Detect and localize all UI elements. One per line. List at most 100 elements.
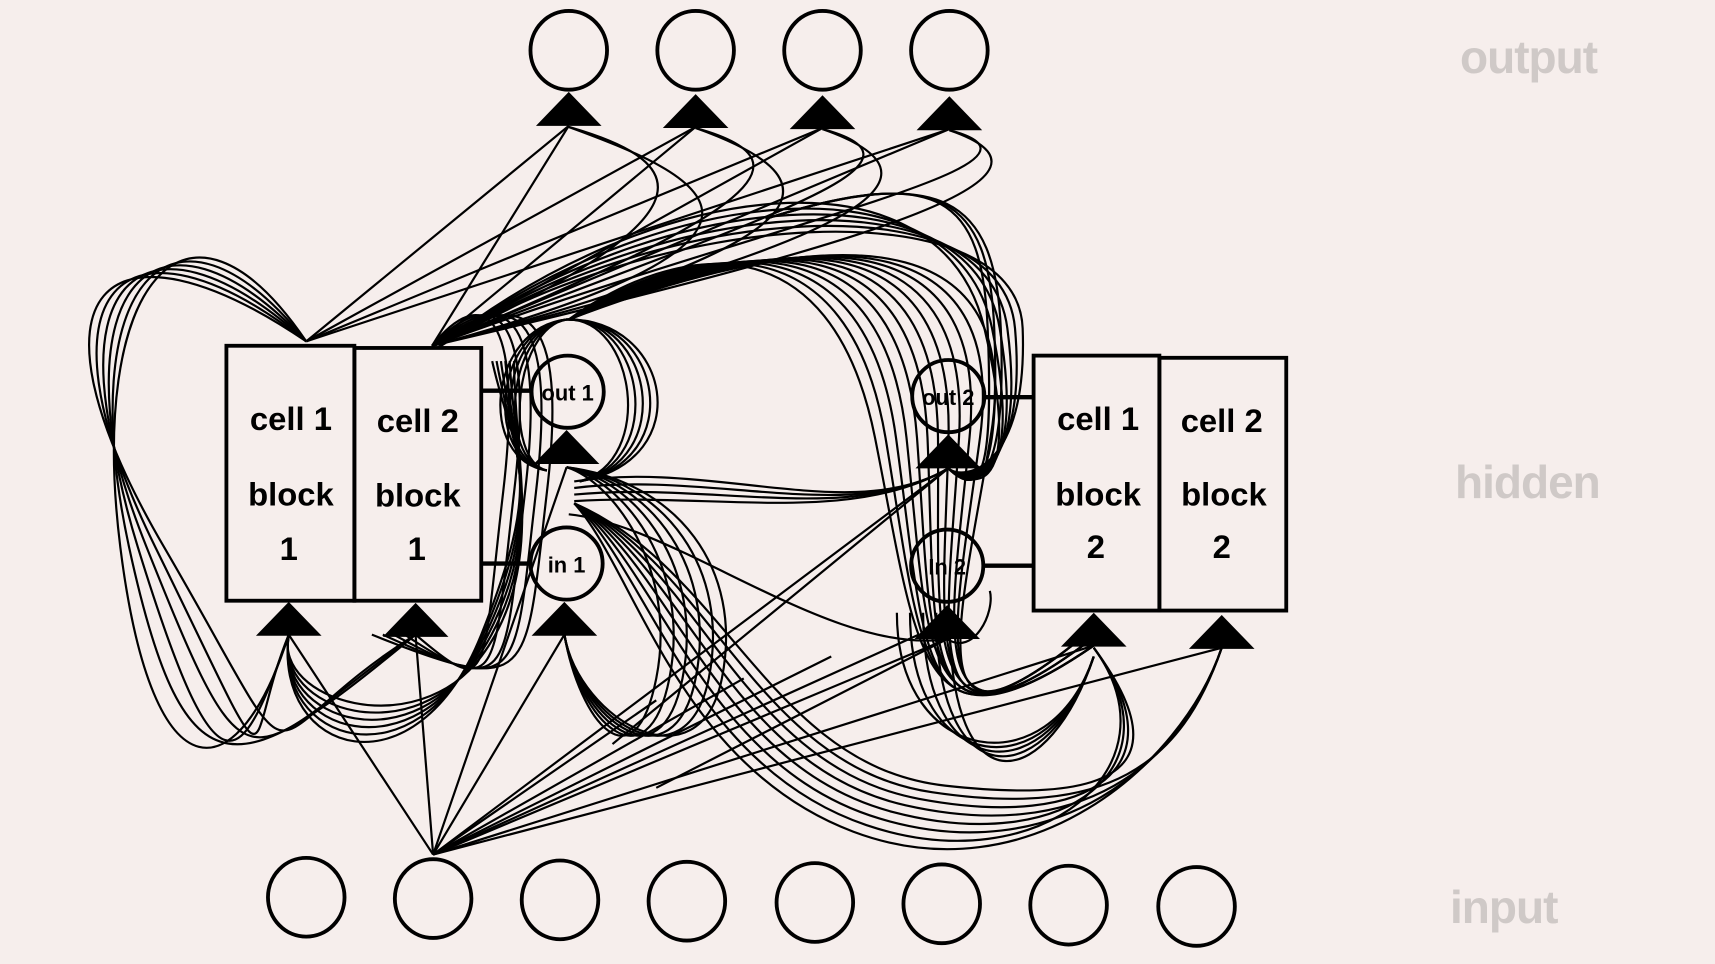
cell-2-block-1: [352, 346, 484, 603]
out-gate-1: [529, 353, 606, 430]
connection-line: [432, 646, 1222, 856]
connection-line: [563, 466, 701, 737]
connection-line: [611, 467, 949, 745]
connection-line: [948, 612, 1095, 763]
output-unit: [528, 9, 609, 92]
cell-label: block: [248, 476, 334, 513]
input-unit: [1156, 865, 1237, 948]
layer-label-hidden: hidden: [1455, 456, 1601, 508]
connection-line: [566, 318, 630, 483]
connection-line: [286, 360, 522, 744]
connection-line: [765, 192, 991, 481]
connection-line: [566, 318, 644, 483]
cell-label: cell 2: [1181, 402, 1263, 439]
arrowhead-icon: [531, 601, 598, 636]
connection-line: [566, 318, 652, 483]
memory-block-1: cell 1 block 1 cell 2 block 1 out 1 in 1: [224, 343, 606, 603]
connection-line: [573, 502, 1122, 842]
arrowhead-icon: [533, 430, 600, 464]
cell-label: 1: [408, 530, 426, 567]
output-layer: [528, 9, 990, 92]
cell-2-block-2: [1157, 355, 1289, 613]
connection-line: [655, 638, 948, 789]
arrowhead-icon: [662, 94, 729, 129]
connection-line: [568, 253, 1073, 693]
input-layer: [266, 855, 1237, 948]
input-unit: [266, 855, 347, 939]
input-unit: [1028, 863, 1109, 947]
arrowhead-icon: [1188, 614, 1255, 649]
arrowhead-icon: [255, 601, 322, 636]
cell-label: 2: [1213, 528, 1231, 565]
connection-line: [566, 318, 659, 483]
cell-label: block: [1055, 476, 1141, 513]
connection-line: [508, 318, 567, 472]
connection-line: [563, 466, 714, 737]
arrowhead-icon: [916, 96, 983, 131]
layer-label-input: input: [1450, 881, 1558, 933]
gate-label: In 2: [928, 554, 966, 579]
input-unit: [646, 859, 728, 943]
output-unit: [655, 9, 736, 92]
connection-line: [573, 502, 1223, 800]
connection-line: [436, 201, 1001, 481]
connection-line: [431, 126, 755, 347]
connection-line: [432, 633, 920, 856]
layer-label-output: output: [1460, 31, 1598, 83]
connection-line: [518, 318, 567, 472]
connection-line: [563, 466, 688, 737]
input-unit: [901, 862, 982, 946]
connection-line: [568, 261, 1073, 696]
connection-line: [431, 126, 697, 347]
arrowhead-icon: [789, 95, 856, 130]
input-unit: [392, 857, 474, 940]
arrowhead-icon: [914, 605, 980, 640]
connections: [88, 124, 1223, 856]
connection-line: [95, 272, 307, 735]
gate-label: out 2: [922, 385, 974, 410]
cell-label: block: [375, 477, 461, 514]
cell-label: cell 1: [250, 400, 332, 437]
connection-line: [431, 129, 982, 347]
cell-label: cell 1: [1057, 400, 1139, 437]
connection-line: [305, 124, 570, 343]
cell-label: cell 2: [377, 402, 459, 439]
cell-label: 2: [1087, 528, 1105, 565]
input-unit: [519, 858, 601, 942]
connection-line: [946, 590, 992, 645]
connection-line: [568, 256, 1073, 694]
connection-line: [287, 634, 435, 856]
arrowhead-icon: [1060, 612, 1127, 647]
connection-line: [432, 638, 948, 856]
arrowheads: [255, 91, 1255, 649]
in-gate-2: [909, 527, 986, 604]
arrowhead-icon: [535, 91, 602, 126]
connection-line: [563, 466, 675, 737]
out-gate-2: [910, 358, 987, 435]
connection-line: [102, 268, 417, 739]
connection-line: [436, 219, 1013, 476]
arrowhead-icon: [915, 434, 982, 469]
gate-label: out 1: [542, 380, 594, 405]
connection-line: [414, 635, 435, 855]
connection-line: [573, 502, 1130, 809]
connection-line: [574, 467, 949, 504]
connection-line: [431, 126, 785, 347]
output-unit: [909, 9, 990, 92]
connection-line: [112, 256, 308, 749]
cell-label: block: [1181, 476, 1267, 513]
connection-line: [432, 655, 832, 856]
connection-line: [371, 314, 554, 670]
gate-label: in 1: [548, 552, 586, 577]
connection-line: [573, 502, 1135, 792]
connection-line: [432, 677, 745, 856]
arrowhead-icon: [382, 602, 449, 637]
connection-line: [88, 276, 417, 732]
input-unit: [774, 861, 856, 944]
cell-label: 1: [280, 530, 298, 567]
output-unit: [782, 9, 863, 92]
connection-line: [431, 125, 704, 347]
memory-block-2: cell 1 block 2 cell 2 block 2 out 2 In 2: [909, 353, 1289, 613]
connection-line: [568, 262, 1084, 696]
in-gate-1: [528, 525, 605, 602]
